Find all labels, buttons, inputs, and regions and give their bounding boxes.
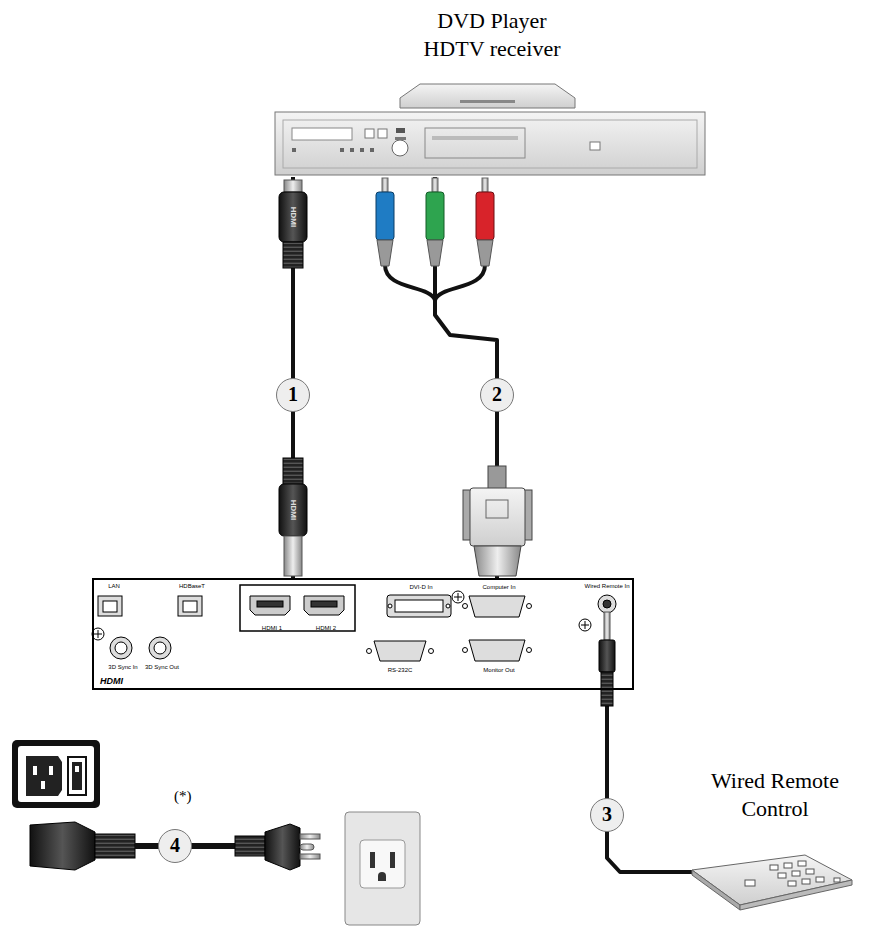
callout-number: 2	[480, 378, 514, 412]
port-label: Monitor Out	[483, 667, 514, 674]
note-mark: (*)	[174, 788, 192, 804]
device-heading: Wired Remote Control	[705, 767, 845, 823]
port-label: Wired Remote In	[584, 583, 629, 590]
hdmi-logo: HDMI	[100, 676, 123, 686]
port-label: 3D Sync Out	[145, 664, 179, 671]
projector-panel: LAN HDBaseT HDMI 1 HDMI 2 DVI-D In Computer I…	[92, 578, 634, 690]
port-label: HDMI 2	[316, 625, 336, 632]
hdmi-plug	[279, 458, 307, 576]
port-label: LAN	[108, 583, 120, 590]
wall-outlet	[345, 812, 420, 925]
port-label: RS-232C	[388, 667, 413, 674]
callout-number: 3	[590, 798, 624, 832]
panel-ports	[92, 585, 616, 661]
port-label: HDMI 1	[262, 625, 282, 632]
port-label: DVI-D In	[409, 584, 432, 591]
source-device: DVD Player HDTV receiver	[275, 5, 705, 177]
port-label: Computer In	[482, 584, 515, 591]
jack-plug	[599, 612, 615, 706]
plug-logo: HDMI	[289, 500, 298, 520]
power-inlet	[12, 740, 100, 808]
callout-number: 1	[276, 378, 310, 412]
wired-remote	[692, 855, 852, 910]
remote-device: Wired Remote Control	[690, 765, 860, 910]
port-label: HDBaseT	[179, 583, 205, 590]
rca-plugs	[376, 178, 494, 300]
port-label: 3D Sync In	[108, 664, 137, 671]
hdmi-plug	[279, 180, 307, 268]
callout-number: 4	[158, 829, 192, 863]
plug-logo: HDMI	[289, 207, 298, 227]
vga-plug	[463, 466, 532, 576]
power-cord	[30, 822, 320, 870]
cable	[607, 690, 694, 872]
dvd-player	[275, 84, 705, 175]
device-heading: DVD Player HDTV receiver	[412, 7, 572, 63]
